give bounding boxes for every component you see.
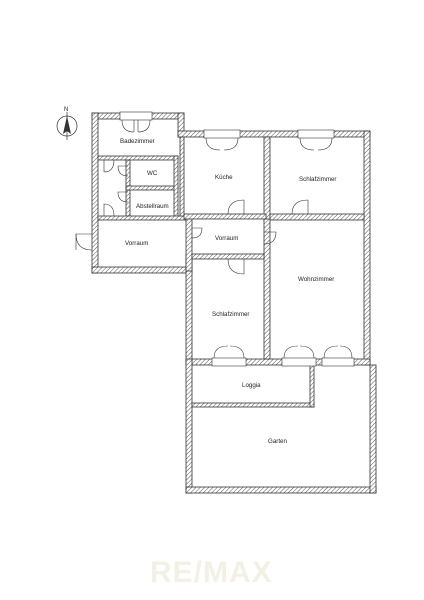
room-label-loggia: Loggia — [242, 382, 261, 389]
room-label-schlafzimmer-2: Schlafzimmer — [212, 311, 249, 318]
room-label-schlafzimmer-1: Schlafzimmer — [299, 176, 336, 183]
room-label-kueche: Küche — [215, 174, 233, 181]
compass-label: N — [64, 107, 68, 113]
inner-walls — [97, 136, 365, 408]
watermark-logo: RE/MAX — [150, 556, 273, 589]
room-label-wohnzimmer: Wohnzimmer — [298, 276, 334, 283]
room-labels: Badezimmer WC Abstellraum Vorraum Küche … — [120, 138, 336, 445]
north-arrow-icon: N — [56, 107, 78, 140]
room-label-vorraum-2: Vorraum — [215, 235, 238, 242]
room-label-abstellraum: Abstellraum — [136, 203, 169, 210]
doors — [75, 111, 355, 367]
outer-walls — [91, 112, 377, 494]
room-label-garten: Garten — [268, 438, 287, 445]
room-label-badezimmer: Badezimmer — [120, 138, 155, 145]
room-label-wc: WC — [147, 170, 158, 177]
room-label-vorraum-1: Vorraum — [125, 240, 148, 247]
